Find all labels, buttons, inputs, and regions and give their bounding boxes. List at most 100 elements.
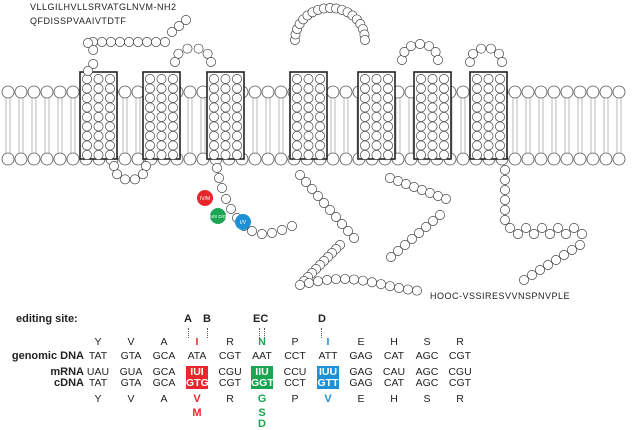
residue <box>476 43 487 54</box>
lipid-head-bottom <box>599 152 613 166</box>
residue <box>371 93 382 103</box>
residue <box>168 102 178 113</box>
residue <box>220 131 231 141</box>
lipid-head-bottom <box>53 152 67 166</box>
aa_bottom-cell: R <box>456 393 464 405</box>
lipid-head-bottom <box>274 152 288 166</box>
aa_top-cell: E <box>357 336 365 348</box>
lipid-head-top <box>599 85 613 99</box>
residue <box>160 37 170 47</box>
cdna-cell: GCA <box>152 377 176 389</box>
residue <box>371 74 382 84</box>
lipid-head-bottom <box>560 152 574 166</box>
site-label-d: D <box>318 313 326 325</box>
residue <box>315 112 325 122</box>
residue <box>170 57 180 67</box>
residue <box>145 93 155 103</box>
residue <box>83 38 93 48</box>
residue <box>93 150 104 160</box>
residue <box>287 221 297 231</box>
residue <box>168 93 178 103</box>
n-terminus-sequence: VLLGILHVLLSRVATGLNVM-NH2 <box>30 2 177 12</box>
residue <box>217 183 227 193</box>
residue <box>500 205 510 215</box>
site-label-ec: EC <box>253 313 269 325</box>
residue <box>472 102 482 113</box>
lipid-head-bottom <box>612 152 626 166</box>
residue <box>371 83 382 94</box>
residue <box>303 74 314 84</box>
residue <box>88 45 99 55</box>
residue <box>292 74 302 84</box>
residue <box>500 195 510 205</box>
cdna-cell: AGC <box>415 377 439 389</box>
residue <box>303 102 314 113</box>
lipid-head-top <box>339 85 353 99</box>
lipid-head-top <box>521 85 535 99</box>
residue <box>221 194 231 204</box>
residue <box>567 245 577 255</box>
residue <box>226 204 236 214</box>
residue <box>360 83 370 94</box>
site-tick-c <box>264 328 265 338</box>
residue <box>407 234 417 244</box>
residue <box>315 102 325 113</box>
residue <box>97 37 107 47</box>
mrna-cell: GUA <box>119 366 143 378</box>
residue <box>343 226 353 236</box>
mrna-cell: IIU <box>251 366 273 378</box>
residue <box>145 150 155 160</box>
mrna-cell: CGU <box>218 366 242 378</box>
residue <box>439 83 449 94</box>
edited-aa-s: S <box>258 407 266 419</box>
genomic-cell: CAT <box>383 350 405 362</box>
residue <box>168 83 178 94</box>
lipid-head-top <box>261 85 275 99</box>
residue <box>82 140 92 151</box>
residue <box>145 140 155 151</box>
residue <box>93 74 104 84</box>
residue <box>232 140 242 151</box>
residue <box>315 140 325 151</box>
residue <box>156 93 167 103</box>
lipid-head-bottom <box>27 152 41 166</box>
residue <box>551 255 561 265</box>
residue <box>427 121 438 132</box>
residue <box>427 112 438 122</box>
residue <box>439 93 449 103</box>
residue <box>156 150 167 160</box>
site-tick-e <box>259 328 260 338</box>
cdna-cell: CGT <box>218 377 242 389</box>
residue <box>472 131 482 141</box>
residue <box>360 131 370 141</box>
residue <box>521 223 531 233</box>
site-tick-b <box>207 328 208 338</box>
residue <box>428 216 438 226</box>
residue <box>358 275 368 286</box>
residue <box>495 140 505 151</box>
residue <box>394 283 404 293</box>
residue <box>209 102 219 113</box>
site-tick-d <box>321 328 322 338</box>
genomic-cell: TAT <box>88 350 108 362</box>
residue <box>513 229 523 239</box>
residue <box>537 223 547 233</box>
aa_bottom-cell: A <box>160 393 168 405</box>
residue <box>500 185 510 195</box>
residue <box>93 131 104 141</box>
lipid-head-top <box>560 85 574 99</box>
cdna-cell: CAT <box>383 377 405 389</box>
residue <box>435 210 445 220</box>
residue <box>360 121 370 132</box>
genomic-cell: AAT <box>252 350 272 362</box>
residue <box>232 83 242 94</box>
residue <box>220 74 231 84</box>
lipid-head-bottom <box>534 152 548 166</box>
residue <box>120 174 131 185</box>
residue <box>232 74 242 84</box>
residue <box>483 74 494 84</box>
residue <box>277 225 287 235</box>
residue <box>500 175 510 185</box>
residue <box>232 112 242 122</box>
residue <box>141 161 151 171</box>
